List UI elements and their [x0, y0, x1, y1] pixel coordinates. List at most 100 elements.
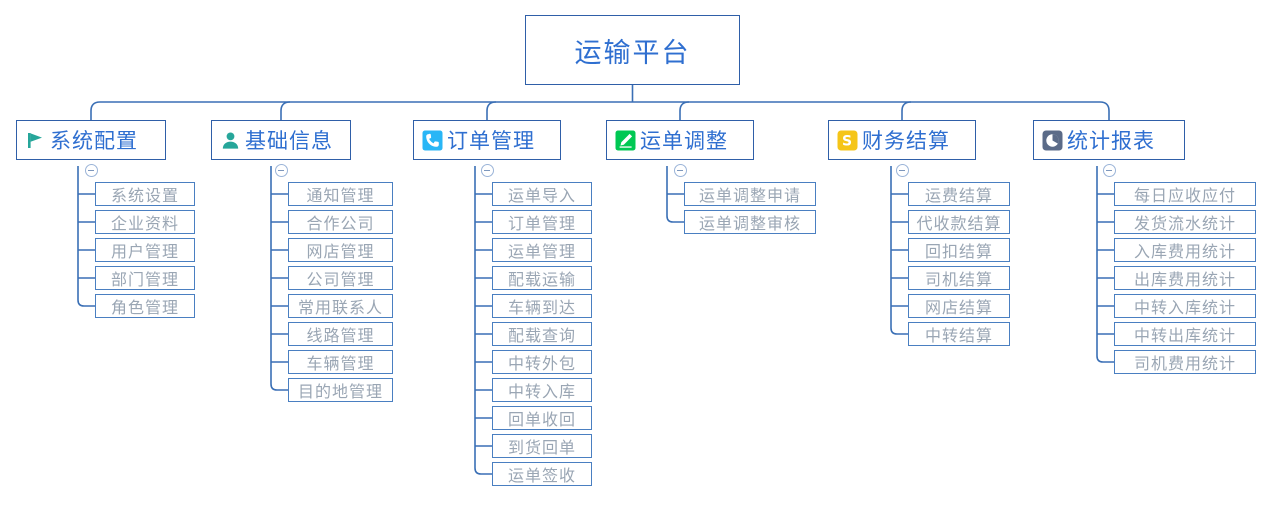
- leaf-node[interactable]: 系统设置: [95, 182, 195, 206]
- leaf-node[interactable]: 用户管理: [95, 238, 195, 262]
- leaf-node[interactable]: 运单调整审核: [684, 210, 816, 234]
- branch-label: 基础信息: [245, 129, 333, 153]
- leaf-node[interactable]: 部门管理: [95, 266, 195, 290]
- leaf-label: 目的地管理: [297, 382, 383, 401]
- dollar-icon: S: [837, 130, 858, 151]
- leaf-node[interactable]: 出库费用统计: [1114, 266, 1256, 290]
- leaf-node[interactable]: 运单管理: [492, 238, 592, 262]
- leaf-label: 系统设置: [110, 186, 179, 205]
- leaf-node[interactable]: 车辆管理: [288, 350, 393, 374]
- branch-label: 订单管理: [447, 129, 535, 153]
- leaf-node[interactable]: 配载查询: [492, 322, 592, 346]
- leaf-label: 运单签收: [507, 466, 576, 485]
- leaf-node[interactable]: 目的地管理: [288, 378, 393, 402]
- svg-text:S: S: [842, 133, 853, 149]
- leaf-node[interactable]: 中转出库统计: [1114, 322, 1256, 346]
- minus-icon: [677, 169, 683, 172]
- leaf-label: 车辆管理: [306, 354, 375, 373]
- collapse-toggle-3[interactable]: [480, 164, 494, 177]
- leaf-label: 常用联系人: [297, 298, 383, 317]
- leaf-node[interactable]: 企业资料: [95, 210, 195, 234]
- collapse-toggle-2[interactable]: [274, 164, 288, 177]
- leaf-node[interactable]: 运单调整申请: [684, 182, 816, 206]
- leaf-label: 配载运输: [507, 270, 576, 289]
- branch-label: 运单调整: [640, 129, 728, 153]
- collapse-toggle-1[interactable]: [84, 164, 98, 177]
- leaf-node[interactable]: 到货回单: [492, 434, 592, 458]
- leaf-label: 公司管理: [306, 270, 375, 289]
- minus-icon: [1106, 169, 1112, 172]
- pie-chart-icon: [1042, 130, 1063, 151]
- leaf-label: 车辆到达: [507, 298, 576, 317]
- leaf-node[interactable]: 司机结算: [908, 266, 1010, 290]
- leaf-node[interactable]: 回单收回: [492, 406, 592, 430]
- leaf-label: 出库费用统计: [1133, 270, 1236, 289]
- leaf-label: 回单收回: [507, 410, 576, 429]
- leaf-label: 中转入库统计: [1133, 298, 1236, 317]
- leaf-node[interactable]: 回扣结算: [908, 238, 1010, 262]
- branch-node-1[interactable]: 系统配置: [16, 120, 166, 160]
- leaf-node[interactable]: 中转入库: [492, 378, 592, 402]
- leaf-node[interactable]: 入库费用统计: [1114, 238, 1256, 262]
- leaf-label: 运单管理: [507, 242, 576, 261]
- leaf-node[interactable]: 中转结算: [908, 322, 1010, 346]
- leaf-label: 司机结算: [924, 270, 993, 289]
- branch-label: 财务结算: [862, 129, 950, 153]
- leaf-node[interactable]: 通知管理: [288, 182, 393, 206]
- leaf-node[interactable]: 运费结算: [908, 182, 1010, 206]
- leaf-label: 每日应收应付: [1133, 186, 1236, 205]
- leaf-label: 代收款结算: [916, 214, 1002, 233]
- leaf-label: 网店结算: [924, 298, 993, 317]
- leaf-label: 中转入库: [507, 382, 576, 401]
- leaf-label: 发货流水统计: [1133, 214, 1236, 233]
- leaf-label: 线路管理: [306, 326, 375, 345]
- phone-icon: [422, 130, 443, 151]
- leaf-node[interactable]: 网店结算: [908, 294, 1010, 318]
- root-node[interactable]: 运输平台: [525, 15, 740, 85]
- leaf-node[interactable]: 运单导入: [492, 182, 592, 206]
- collapse-toggle-5[interactable]: [895, 164, 909, 177]
- leaf-node[interactable]: 司机费用统计: [1114, 350, 1256, 374]
- leaf-node[interactable]: 代收款结算: [908, 210, 1010, 234]
- branch-node-5[interactable]: S 财务结算: [828, 120, 976, 160]
- leaf-node[interactable]: 发货流水统计: [1114, 210, 1256, 234]
- leaf-label: 合作公司: [306, 214, 375, 233]
- branch-label: 系统配置: [50, 129, 138, 153]
- leaf-label: 配载查询: [507, 326, 576, 345]
- branch-node-2[interactable]: 基础信息: [211, 120, 351, 160]
- person-icon: [220, 130, 241, 151]
- leaf-node[interactable]: 公司管理: [288, 266, 393, 290]
- leaf-label: 中转外包: [507, 354, 576, 373]
- leaf-label: 通知管理: [306, 186, 375, 205]
- collapse-toggle-4[interactable]: [673, 164, 687, 177]
- leaf-node[interactable]: 网店管理: [288, 238, 393, 262]
- leaf-label: 司机费用统计: [1133, 354, 1236, 373]
- leaf-node[interactable]: 角色管理: [95, 294, 195, 318]
- leaf-node[interactable]: 常用联系人: [288, 294, 393, 318]
- pencil-icon: [615, 130, 636, 151]
- leaf-node[interactable]: 合作公司: [288, 210, 393, 234]
- branch-node-3[interactable]: 订单管理: [413, 120, 561, 160]
- leaf-node[interactable]: 每日应收应付: [1114, 182, 1256, 206]
- branch-node-4[interactable]: 运单调整: [606, 120, 754, 160]
- leaf-node[interactable]: 中转外包: [492, 350, 592, 374]
- leaf-node[interactable]: 运单签收: [492, 462, 592, 486]
- leaf-label: 网店管理: [306, 242, 375, 261]
- leaf-node[interactable]: 配载运输: [492, 266, 592, 290]
- leaf-label: 用户管理: [110, 242, 179, 261]
- branch-label: 统计报表: [1067, 129, 1155, 153]
- leaf-node[interactable]: 订单管理: [492, 210, 592, 234]
- leaf-node[interactable]: 线路管理: [288, 322, 393, 346]
- leaf-label: 运单调整审核: [698, 214, 801, 233]
- collapse-toggle-6[interactable]: [1102, 164, 1116, 177]
- leaf-node[interactable]: 车辆到达: [492, 294, 592, 318]
- root-label: 运输平台: [574, 37, 691, 69]
- leaf-label: 中转出库统计: [1133, 326, 1236, 345]
- minus-icon: [278, 169, 284, 172]
- leaf-label: 中转结算: [924, 326, 993, 345]
- leaf-node[interactable]: 中转入库统计: [1114, 294, 1256, 318]
- leaf-label: 到货回单: [507, 438, 576, 457]
- branch-node-6[interactable]: 统计报表: [1033, 120, 1185, 160]
- minus-icon: [899, 169, 905, 172]
